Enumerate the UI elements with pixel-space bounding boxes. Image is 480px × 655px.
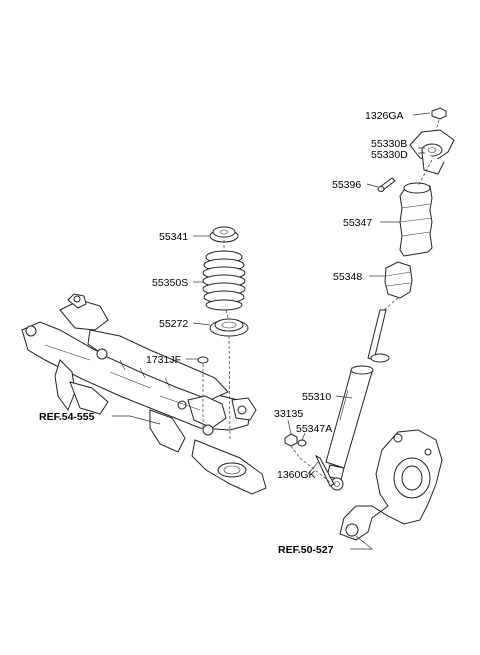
leader-ref-50-527	[350, 535, 373, 550]
coil-spring-55350S	[202, 250, 246, 311]
spring-axis-line	[223, 240, 231, 441]
label-55310: 55310	[302, 391, 331, 403]
bumper-stopper-55348	[384, 261, 413, 299]
nut-1326GA	[431, 107, 447, 120]
upper-mount-55330B	[409, 129, 455, 175]
plug-1731JF	[197, 356, 209, 364]
leader-55347A	[301, 432, 306, 441]
spring-pad-55341	[209, 226, 239, 243]
washer-55347A	[297, 439, 307, 447]
leader-33135	[287, 419, 292, 435]
leader-55310	[335, 395, 353, 399]
label-1326GA: 1326GA	[365, 110, 404, 122]
leader-ref-54-555	[112, 415, 161, 425]
shock-absorber-55310	[325, 309, 390, 491]
leader-1326GA	[412, 112, 431, 116]
knuckle	[339, 429, 443, 541]
nut-33135	[284, 433, 298, 447]
label-55350S: 55350S	[152, 277, 188, 289]
label-55396: 55396	[332, 179, 361, 191]
leader-55272	[192, 322, 211, 326]
label-33135: 33135	[274, 408, 303, 420]
shock-axis-line	[290, 119, 440, 483]
label-55341: 55341	[159, 231, 188, 243]
label-55272: 55272	[159, 318, 188, 330]
bolt-1360GK	[314, 454, 335, 487]
label-1360GK: 1360GK	[277, 469, 316, 481]
ref-50-527: REF.50-527	[278, 544, 334, 556]
label-55330B: 55330B	[371, 138, 407, 150]
spring-seat-55272	[209, 318, 249, 337]
dust-cover-55347	[399, 182, 433, 257]
ref-54-555: REF.54-555	[39, 411, 95, 423]
label-55330D: 55330D	[371, 149, 408, 161]
leader-1360GK	[307, 461, 319, 475]
crossmember-subframe	[21, 293, 267, 495]
leader-55396	[366, 183, 379, 188]
label-55348: 55348	[333, 271, 362, 283]
label-55347A: 55347A	[296, 423, 332, 435]
bolt-55396	[377, 177, 396, 192]
label-55347: 55347	[343, 217, 372, 229]
leader-55330	[418, 147, 425, 154]
label-1731JF: 1731JF	[146, 354, 181, 366]
